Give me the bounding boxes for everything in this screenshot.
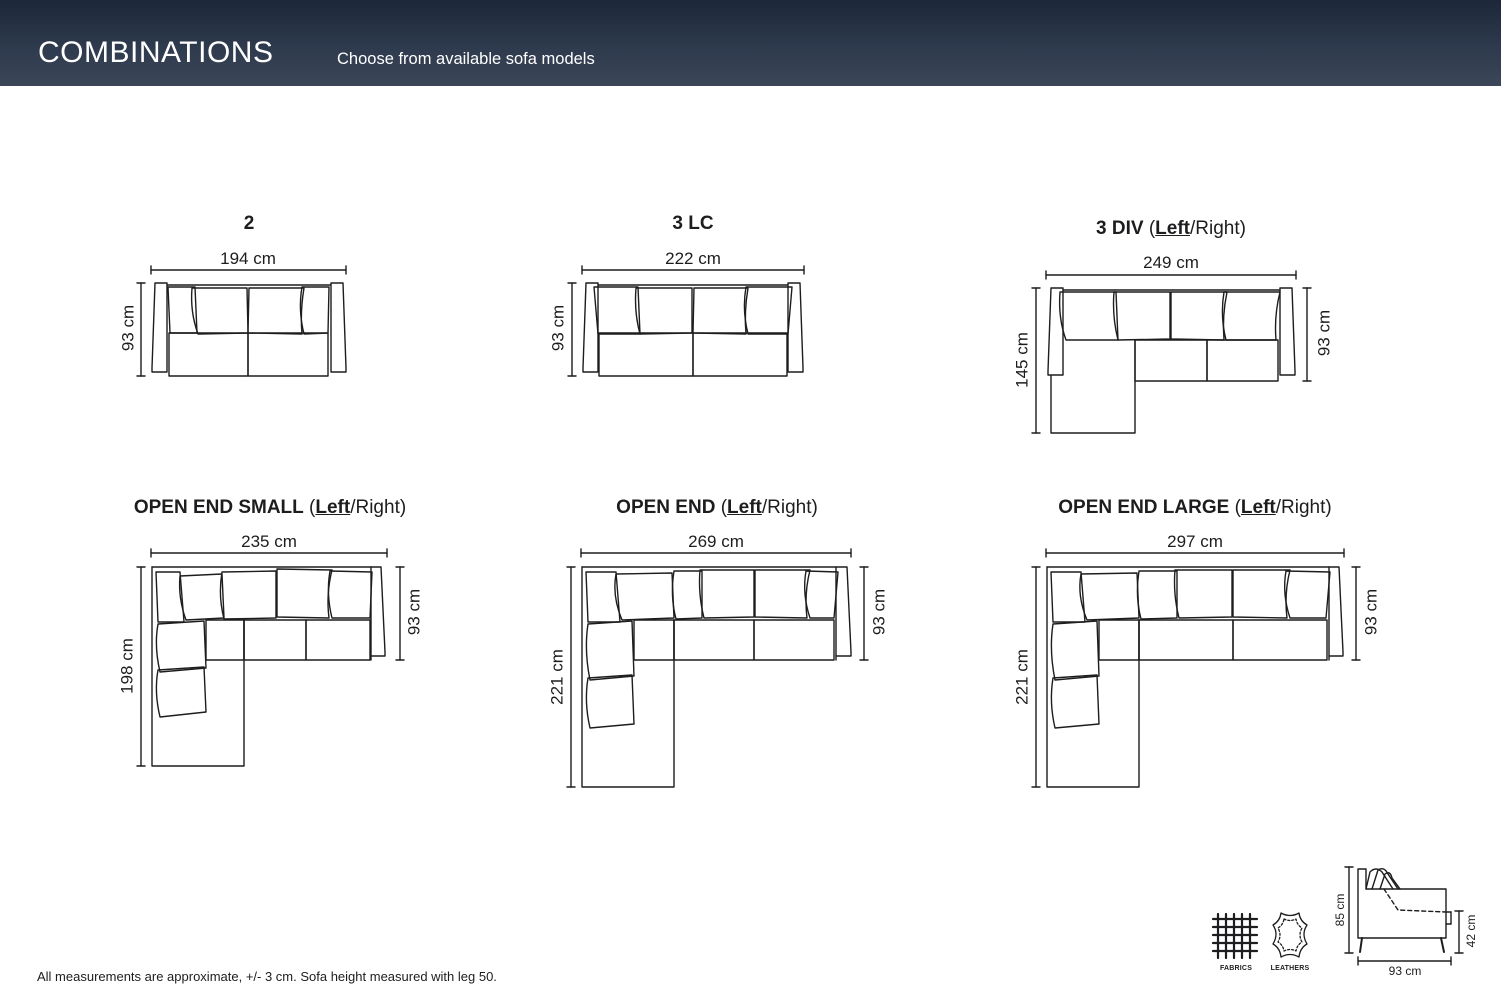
dimension-lines	[1344, 866, 1464, 966]
dimension-lines	[1031, 270, 1312, 434]
diagram-open-end-large	[1031, 548, 1361, 788]
diagram-model-3lc	[567, 265, 805, 377]
width-label-open-end-small: 235 cm	[241, 532, 297, 551]
model-title-3div: 3 DIV (Left/Right)	[1096, 218, 1246, 239]
model-title-open-end-large: OPEN END LARGE (Left/Right)	[1058, 497, 1332, 518]
side-height-label: 85 cm	[1333, 893, 1347, 927]
page-subtitle: Choose from available sofa models	[337, 50, 595, 68]
dimension-lines	[136, 265, 347, 377]
width-label-2: 194 cm	[220, 249, 276, 268]
dimension-lines	[566, 548, 869, 788]
diagram-open-end-small	[136, 548, 405, 767]
leathers-label: LEATHERS	[1270, 965, 1310, 972]
diagram-model-3div	[1031, 270, 1312, 434]
diagram-open-end	[566, 548, 869, 788]
width-label-open-end: 269 cm	[688, 532, 744, 551]
side-seat-height-label: 42 cm	[1464, 914, 1478, 948]
side-profile-view	[1344, 866, 1464, 966]
model-title-open-end-small: OPEN END SMALL (Left/Right)	[133, 497, 407, 518]
leathers-icon	[1272, 912, 1308, 958]
diagram-model-2	[136, 265, 347, 377]
page-header: COMBINATIONS Choose from available sofa …	[0, 0, 1501, 86]
side-depth-label: 93 cm	[1388, 964, 1422, 978]
dimension-lines	[136, 548, 405, 767]
width-label-3lc: 222 cm	[665, 249, 721, 268]
model-title-2: 2	[243, 213, 255, 234]
dimension-lines	[1031, 548, 1361, 788]
footnote: All measurements are approximate, +/- 3 …	[37, 969, 497, 984]
model-title-3lc: 3 LC	[672, 213, 714, 234]
dimension-lines	[567, 265, 805, 377]
width-label-3div: 249 cm	[1143, 253, 1199, 272]
model-title-open-end: OPEN END (Left/Right)	[616, 497, 818, 518]
fabrics-label: FABRICS	[1219, 965, 1253, 972]
page-title: COMBINATIONS	[38, 36, 274, 69]
fabrics-icon	[1211, 912, 1259, 960]
width-label-open-end-large: 297 cm	[1167, 532, 1223, 551]
